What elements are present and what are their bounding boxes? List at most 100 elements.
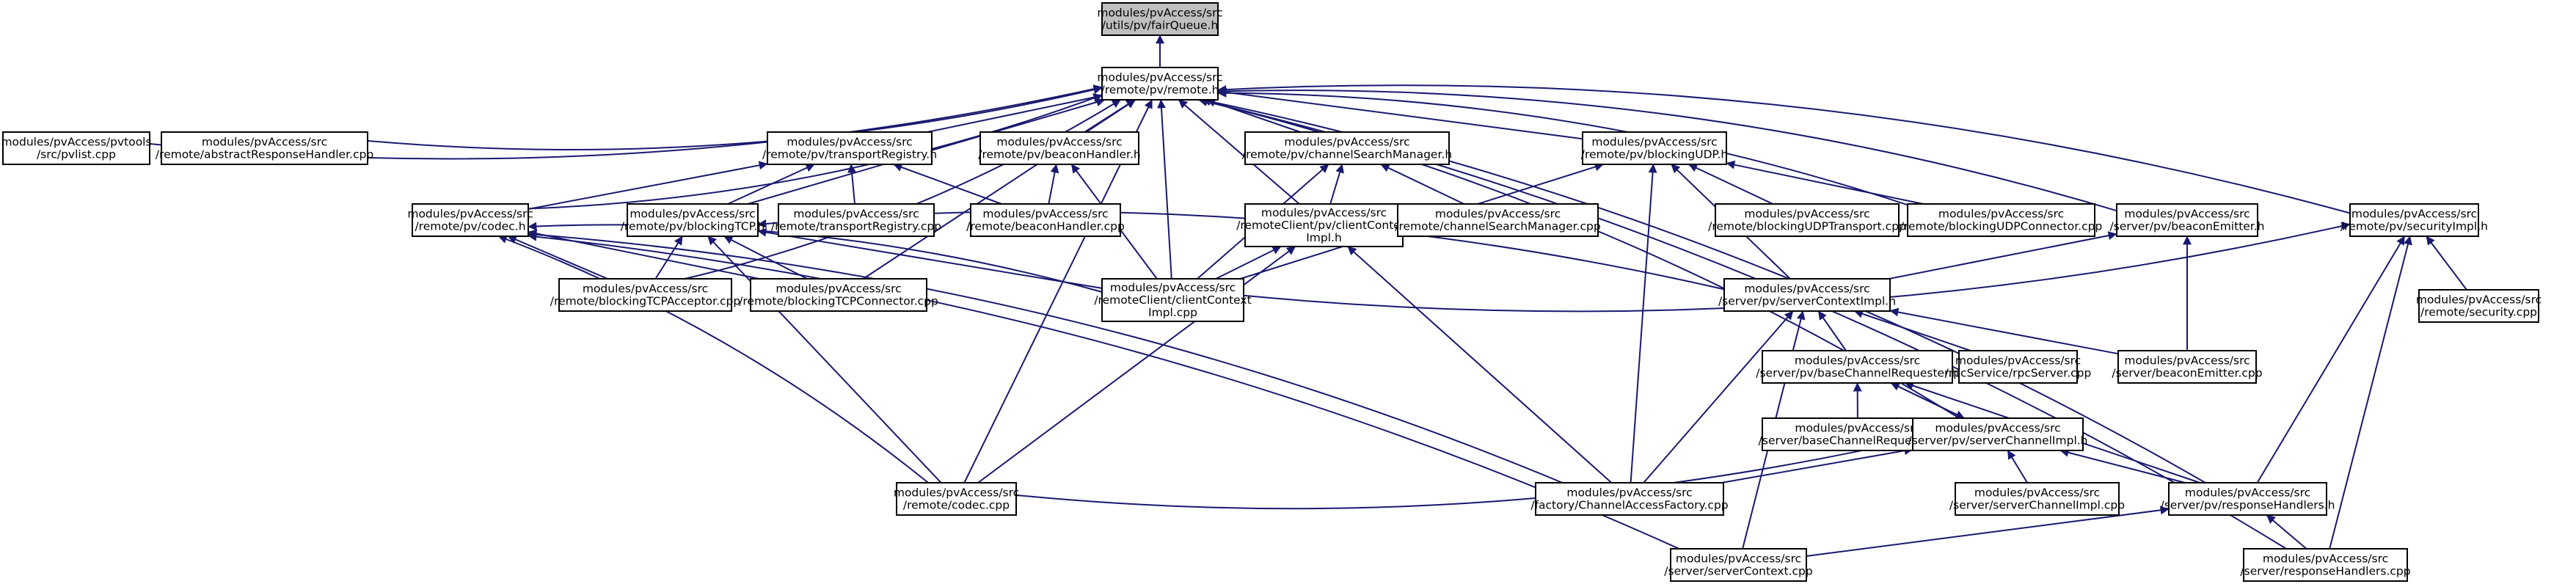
node-label-line: /remote/pv/blockingUDP.h [1581,148,1729,161]
edge-rpcsrv_cpp-to-srvctx_h [1853,309,1971,351]
node-codec_h[interactable]: modules/pvAccess/src/remote/pv/codec.h [407,203,533,237]
node-box [2168,482,2327,516]
edge-transreg_h-to-remote_h [927,92,1103,133]
node-tcpcon_cpp[interactable]: modules/pvAccess/src/remote/blockingTCPC… [739,278,938,312]
edge-blkudpcon_cpp-to-blkudp_h [1726,160,1924,205]
node-clictx_cpp[interactable]: modules/pvAccess/src/remoteClient/client… [1094,278,1252,322]
edge-chfactory_cpp-to-srvch_h [1721,446,1913,483]
node-label-line: modules/pvAccess/src [2351,208,2477,221]
node-codec_cpp[interactable]: modules/pvAccess/src/remote/codec.cpp [894,482,1019,516]
edge-blkudp_h-to-remote_h [1217,87,1583,140]
edge-tcpcon_cpp-to-blktcp_h [723,236,808,280]
node-label-line: /server/pv/responseHandlers.h [2160,499,2335,512]
node-absresp[interactable]: modules/pvAccess/src/remote/abstractResp… [156,131,373,165]
node-box [558,278,732,312]
edge-blkudptr_cpp-to-blkudp_h [1688,164,1773,205]
edge-codec_h-to-transreg_h [528,161,768,210]
node-rpcsrv_cpp[interactable]: modules/pvAccess/src/rpcService/rpcServe… [1945,350,2092,384]
node-label-line: Impl.h [1306,231,1342,244]
node-srvctx_h[interactable]: modules/pvAccess/src/server/pv/serverCon… [1718,278,1896,312]
node-label-line: modules/pvAccess/pvtools [1,136,151,149]
node-beaconem_cpp[interactable]: modules/pvAccess/src/server/beaconEmitte… [2112,350,2263,384]
node-box [1955,482,2120,516]
node-srvch_h[interactable]: modules/pvAccess/src/server/pv/serverCha… [1908,417,2088,451]
node-label-line: modules/pvAccess/src [793,208,919,221]
edge-resph_h-to-srvch_h [2059,448,2186,483]
node-beaconem_h[interactable]: modules/pvAccess/src/server/pv/beaconEmi… [2109,203,2265,237]
node-label-line: /remote/pv/transportRegistry.h [762,148,937,161]
edge-tcpacc_cpp-to-remote_h [684,99,1121,280]
node-label-line: /remote/security.cpp [2420,306,2537,319]
node-box [750,278,927,312]
node-basechreq_h[interactable]: modules/pvAccess/src/server/pv/baseChann… [1756,350,1959,384]
edge-beaconem_cpp-to-srvctx_h [1889,307,2119,355]
node-transreg_cpp[interactable]: modules/pvAccess/src/remote/transportReg… [771,203,941,237]
node-box [1244,131,1450,165]
node-chsearch_cpp[interactable]: modules/pvAccess/src/remote/channelSearc… [1395,203,1601,237]
edge-codec_cpp-to-blktcp_h [707,236,942,483]
node-pvlist[interactable]: modules/pvAccess/pvtools/src/pvlist.cpp [1,131,152,165]
node-box [1101,278,1244,322]
node-label-line: modules/pvAccess/src [2124,208,2250,221]
node-box [1762,350,1953,384]
node-fair[interactable]: modules/pvAccess/src/utils/pv/fairQueue.… [1097,2,1223,36]
node-label-line: /remote/blockingUDPTransport.cpp [1708,220,1906,233]
node-srvctx_cpp[interactable]: modules/pvAccess/src/server/serverContex… [1664,548,1813,582]
node-label-line: /remote/pv/channelSearchManager.h [1242,148,1452,161]
node-chsearch_h[interactable]: modules/pvAccess/src/remote/pv/channelSe… [1242,131,1452,165]
node-label-line: modules/pvAccess/src [407,208,533,221]
node-box [627,203,759,237]
node-box [1907,203,2095,237]
edge-resph_cpp-to-resph_h [2266,514,2307,550]
edge-srvch_cpp-to-srvch_h [2007,450,2028,483]
edge-resph_h-to-secimpl_h [2256,236,2406,483]
edge-absresp-to-remote_h [367,85,1103,150]
node-label-line: modules/pvAccess/src [1938,208,2064,221]
node-label-line: modules/pvAccess/src [1795,354,1920,368]
node-transreg_h[interactable]: modules/pvAccess/src/remote/pv/transport… [762,131,937,165]
edge-security_cpp-to-secimpl_h [2426,236,2467,291]
edge-tcpcon_cpp-to-codec_h [528,229,759,280]
node-box [767,131,933,165]
node-clictx_h[interactable]: modules/pvAccess/src/remoteClient/pv/cli… [1236,203,1412,247]
node-resph_h[interactable]: modules/pvAccess/src/server/pv/responseH… [2160,482,2335,516]
node-layer: modules/pvAccess/src/utils/pv/fairQueue.… [1,2,2542,582]
node-label-line: modules/pvAccess/src [1744,208,1869,221]
node-blkudp_h[interactable]: modules/pvAccess/src/remote/pv/blockingU… [1581,131,1729,165]
node-label-line: /remote/transportRegistry.cpp [771,220,941,233]
node-box [778,203,935,237]
node-security_cpp[interactable]: modules/pvAccess/src/remote/security.cpp [2416,289,2542,323]
node-label-line: modules/pvAccess/src [2124,354,2250,368]
node-resph_cpp[interactable]: modules/pvAccess/src/server/responseHand… [2240,548,2411,582]
node-blkudpcon_cpp[interactable]: modules/pvAccess/src/remote/blockingUDPC… [1900,203,2103,237]
node-beaconh_h[interactable]: modules/pvAccess/src/remote/pv/beaconHan… [978,131,1141,165]
node-label-line: /remoteClient/clientContext [1094,293,1251,307]
edge-beaconh_cpp-to-beaconh_h [1048,164,1059,205]
node-label-line: /rpcService/rpcServer.cpp [1945,367,2092,380]
node-label-line: modules/pvAccess/src [2416,293,2542,307]
edge-codec_cpp-to-clictx_h [977,246,1296,483]
edge-clictx_h-to-chsearch_h [1329,164,1344,205]
node-beaconh_cpp[interactable]: modules/pvAccess/src/remote/beaconHandle… [966,203,1125,237]
edge-layer [149,34,2467,557]
node-label-line: modules/pvAccess/src [1974,486,2100,500]
node-tcpacc_cpp[interactable]: modules/pvAccess/src/remote/blockingTCPA… [550,278,740,312]
node-label-line: modules/pvAccess/src [1097,71,1222,84]
node-remote_h[interactable]: modules/pvAccess/src/remote/pv/remote.h [1097,67,1223,101]
node-label-line: modules/pvAccess/src [1566,486,1692,500]
node-box [2116,203,2258,237]
node-box [1958,350,2078,384]
node-blkudptr_cpp[interactable]: modules/pvAccess/src/remote/blockingUDPT… [1708,203,1906,237]
node-box [1535,482,1724,516]
node-secimpl_h[interactable]: modules/pvAccess/src/remote/pv/securityI… [2340,203,2488,237]
node-label-line: modules/pvAccess/src [996,136,1122,149]
node-blktcp_h[interactable]: modules/pvAccess/src/remote/pv/blockingT… [621,203,765,237]
node-box [1582,131,1727,165]
node-label-line: /factory/ChannelAccessFactory.cpp [1530,499,1728,512]
node-chfactory_cpp[interactable]: modules/pvAccess/src/factory/ChannelAcce… [1530,482,1729,516]
node-srvch_cpp[interactable]: modules/pvAccess/src/server/serverChanne… [1949,482,2125,516]
edge-codec_cpp-to-codec_h [497,235,929,483]
edge-clictx_cpp-to-clictx_h [1215,246,1282,280]
node-box [1244,203,1404,247]
